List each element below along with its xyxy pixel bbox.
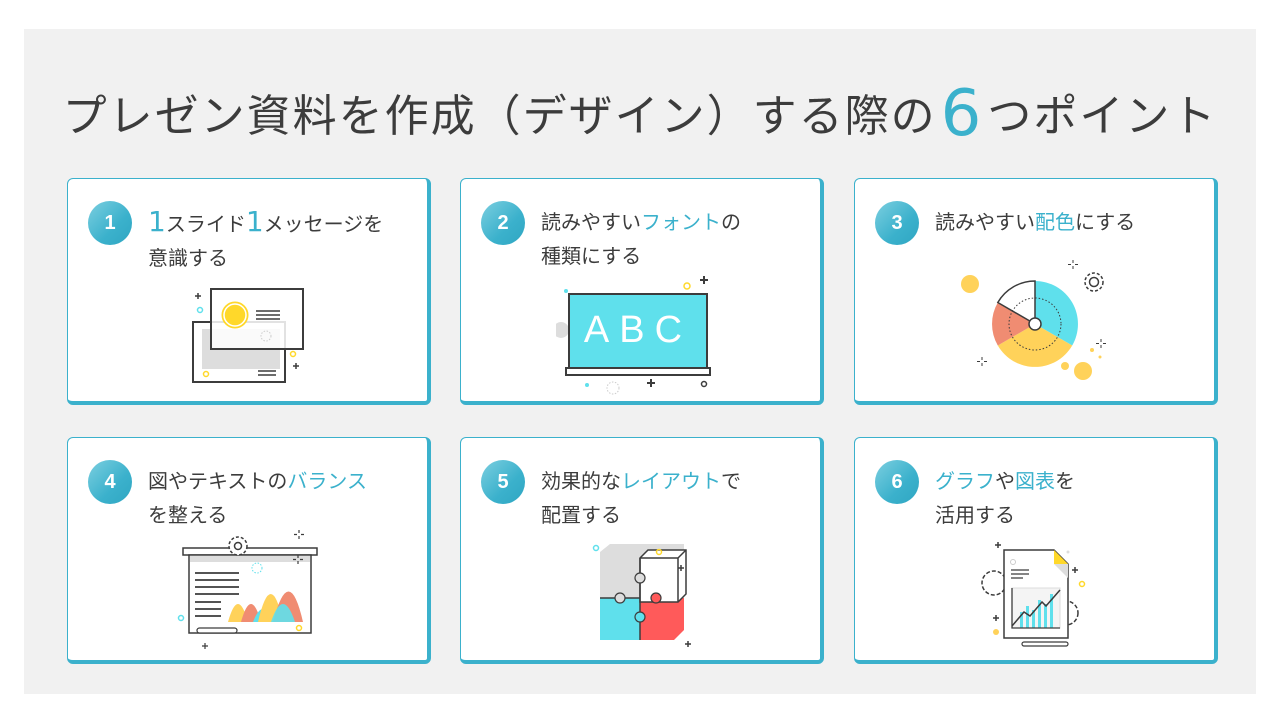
heading-segment: にする xyxy=(1075,210,1136,234)
point-card-3: 3 読みやすい配色にする xyxy=(854,178,1218,405)
card-text: 効果的なレイアウトで 配置する xyxy=(541,464,811,532)
heading-segment: で xyxy=(721,469,741,493)
title-before: プレゼン資料を作成（デザイン）する際の xyxy=(62,91,937,142)
card-heading-line2: 意識する xyxy=(148,246,228,270)
card-heading-line2: 活用する xyxy=(935,503,1015,527)
number-badge: 6 xyxy=(875,460,919,504)
number-badge: 3 xyxy=(875,201,919,245)
color-wheel-icon xyxy=(961,260,1106,380)
card-heading-line2: を整える xyxy=(148,503,228,527)
heading-segment: の xyxy=(721,210,741,234)
heading-segment: 読みやすい xyxy=(935,210,1035,234)
card-heading-line2: 種類にする xyxy=(541,244,642,268)
heading-segment: や xyxy=(995,469,1015,493)
heading-segment: 効果的な xyxy=(541,469,621,493)
presentation-board-icon xyxy=(177,530,318,649)
number-badge: 4 xyxy=(88,460,132,504)
point-card-5: 5 効果的なレイアウトで 配置する xyxy=(460,437,824,664)
card-heading-line1: 図やテキストのバランス xyxy=(148,469,367,493)
board-text: ABC xyxy=(584,309,692,351)
card-heading-line1: 読みやすい配色にする xyxy=(935,210,1135,234)
card-text: 読みやすいフォントの 種類にする xyxy=(541,205,811,273)
heading-highlight: 図表 xyxy=(1015,469,1055,493)
heading-highlight: 1 xyxy=(148,205,166,238)
page-title: プレゼン資料を作成（デザイン）する際の6つポイント xyxy=(0,82,1280,147)
puzzle-icon xyxy=(592,544,691,647)
heading-segment: スライド xyxy=(165,212,246,236)
number-badge: 5 xyxy=(481,460,525,504)
heading-segment: を xyxy=(1055,469,1075,493)
number-badge: 2 xyxy=(481,201,525,245)
card-heading-line1: 効果的なレイアウトで xyxy=(541,469,741,493)
card-heading-line1: 読みやすいフォントの xyxy=(541,210,741,234)
point-card-1: 1 1スライド1メッセージを 意識する xyxy=(67,178,431,405)
heading-highlight: フォント xyxy=(641,210,721,234)
heading-highlight: 配色 xyxy=(1035,210,1075,234)
card-heading-line1: 1スライド1メッセージを xyxy=(148,205,384,238)
title-after: つポイント xyxy=(987,91,1218,142)
chart-document-icon xyxy=(981,542,1086,647)
card-text: グラフや図表を 活用する xyxy=(935,464,1205,532)
title-number: 6 xyxy=(940,77,984,151)
heading-segment: 図やテキストの xyxy=(148,469,288,493)
point-card-2: 2 読みやすいフォントの 種類にする ABC xyxy=(460,178,824,405)
number-badge: 1 xyxy=(88,201,132,245)
heading-highlight: 1 xyxy=(245,205,264,238)
heading-highlight: バランス xyxy=(287,469,368,493)
slides-icon xyxy=(192,288,304,383)
heading-highlight: グラフ xyxy=(935,469,995,493)
card-text: 読みやすい配色にする xyxy=(935,205,1205,239)
heading-segment: 読みやすい xyxy=(541,210,641,234)
card-text: 1スライド1メッセージを 意識する xyxy=(148,205,418,275)
heading-segment: メッセージを xyxy=(263,212,384,236)
point-card-4: 4 図やテキストのバランス を整える xyxy=(67,437,431,664)
heading-highlight: レイアウト xyxy=(621,469,721,493)
blackboard-abc-icon: ABC xyxy=(556,276,711,395)
point-card-6: 6 グラフや図表を 活用する xyxy=(854,437,1218,664)
card-heading-line2: 配置する xyxy=(541,503,621,527)
card-heading-line1: グラフや図表を xyxy=(935,469,1075,493)
card-text: 図やテキストのバランス を整える xyxy=(148,464,418,532)
